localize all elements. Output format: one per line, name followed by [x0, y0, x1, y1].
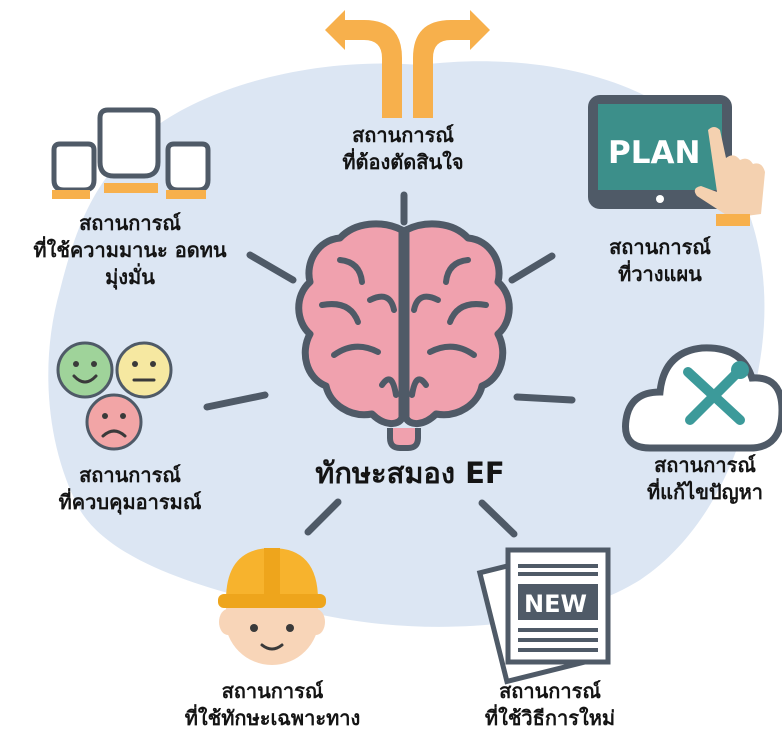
plan-text: PLAN [608, 135, 700, 171]
node-label-problem: สถานการณ์ ที่แก้ไขปัญหา [630, 452, 780, 506]
node-label-line: ที่วางแผน [618, 262, 702, 286]
forked-arrows-icon [325, 10, 490, 118]
node-label-line: ที่แก้ไขปัญหา [646, 480, 764, 504]
node-label-persist: สถานการณ์ ที่ใช้ความมานะ อดทน มุ่งมั่น [0, 210, 260, 291]
brain-icon [295, 220, 513, 451]
neutral-face-icon [115, 341, 173, 399]
node-label-line: ที่ควบคุมอารมณ์ [58, 490, 202, 514]
node-label-emotion: สถานการณ์ ที่ควบคุมอารมณ์ [30, 462, 230, 516]
node-label-line: สถานการณ์ [499, 679, 601, 703]
node-label-line: สถานการณ์ [609, 235, 711, 259]
sad-face-icon [85, 393, 143, 451]
node-label-line: สถานการณ์ [352, 123, 454, 147]
node-label-line: ที่ใช้วิธีการใหม่ [484, 706, 616, 730]
raised-fists-icon [51, 107, 211, 199]
node-label-decide: สถานการณ์ ที่ต้องตัดสินใจ [318, 122, 488, 176]
center-title: ทักษะสมอง EF [315, 456, 505, 490]
node-label-line: สถานการณ์ [654, 453, 756, 477]
new-text: NEW [524, 590, 587, 618]
plan-tablet-icon: PLAN [588, 95, 765, 226]
node-label-line: สถานการณ์ [221, 679, 324, 703]
happy-face-icon [56, 341, 114, 399]
node-label-line: ที่ต้องตัดสินใจ [342, 150, 464, 174]
node-label-line: ที่ใช้ความมานะ อดทน [33, 238, 227, 262]
node-label-special: สถานการณ์ ที่ใช้ทักษะเฉพาะทาง [160, 678, 385, 732]
node-label-line: สถานการณ์ [79, 211, 181, 235]
connector-spokes [203, 191, 576, 538]
node-label-new: สถานการณ์ ที่ใช้วิธีการใหม่ [460, 678, 640, 732]
node-label-line: สถานการณ์ [79, 463, 181, 487]
emotion-faces-icon [56, 341, 173, 451]
worker-helmet-icon [218, 548, 326, 665]
node-label-plan: สถานการณ์ ที่วางแผน [585, 234, 735, 288]
node-label-line: ที่ใช้ทักษะเฉพาะทาง [184, 706, 361, 730]
node-label-line: มุ่งมั่น [105, 265, 155, 289]
newspaper-icon: NEW [476, 547, 611, 685]
